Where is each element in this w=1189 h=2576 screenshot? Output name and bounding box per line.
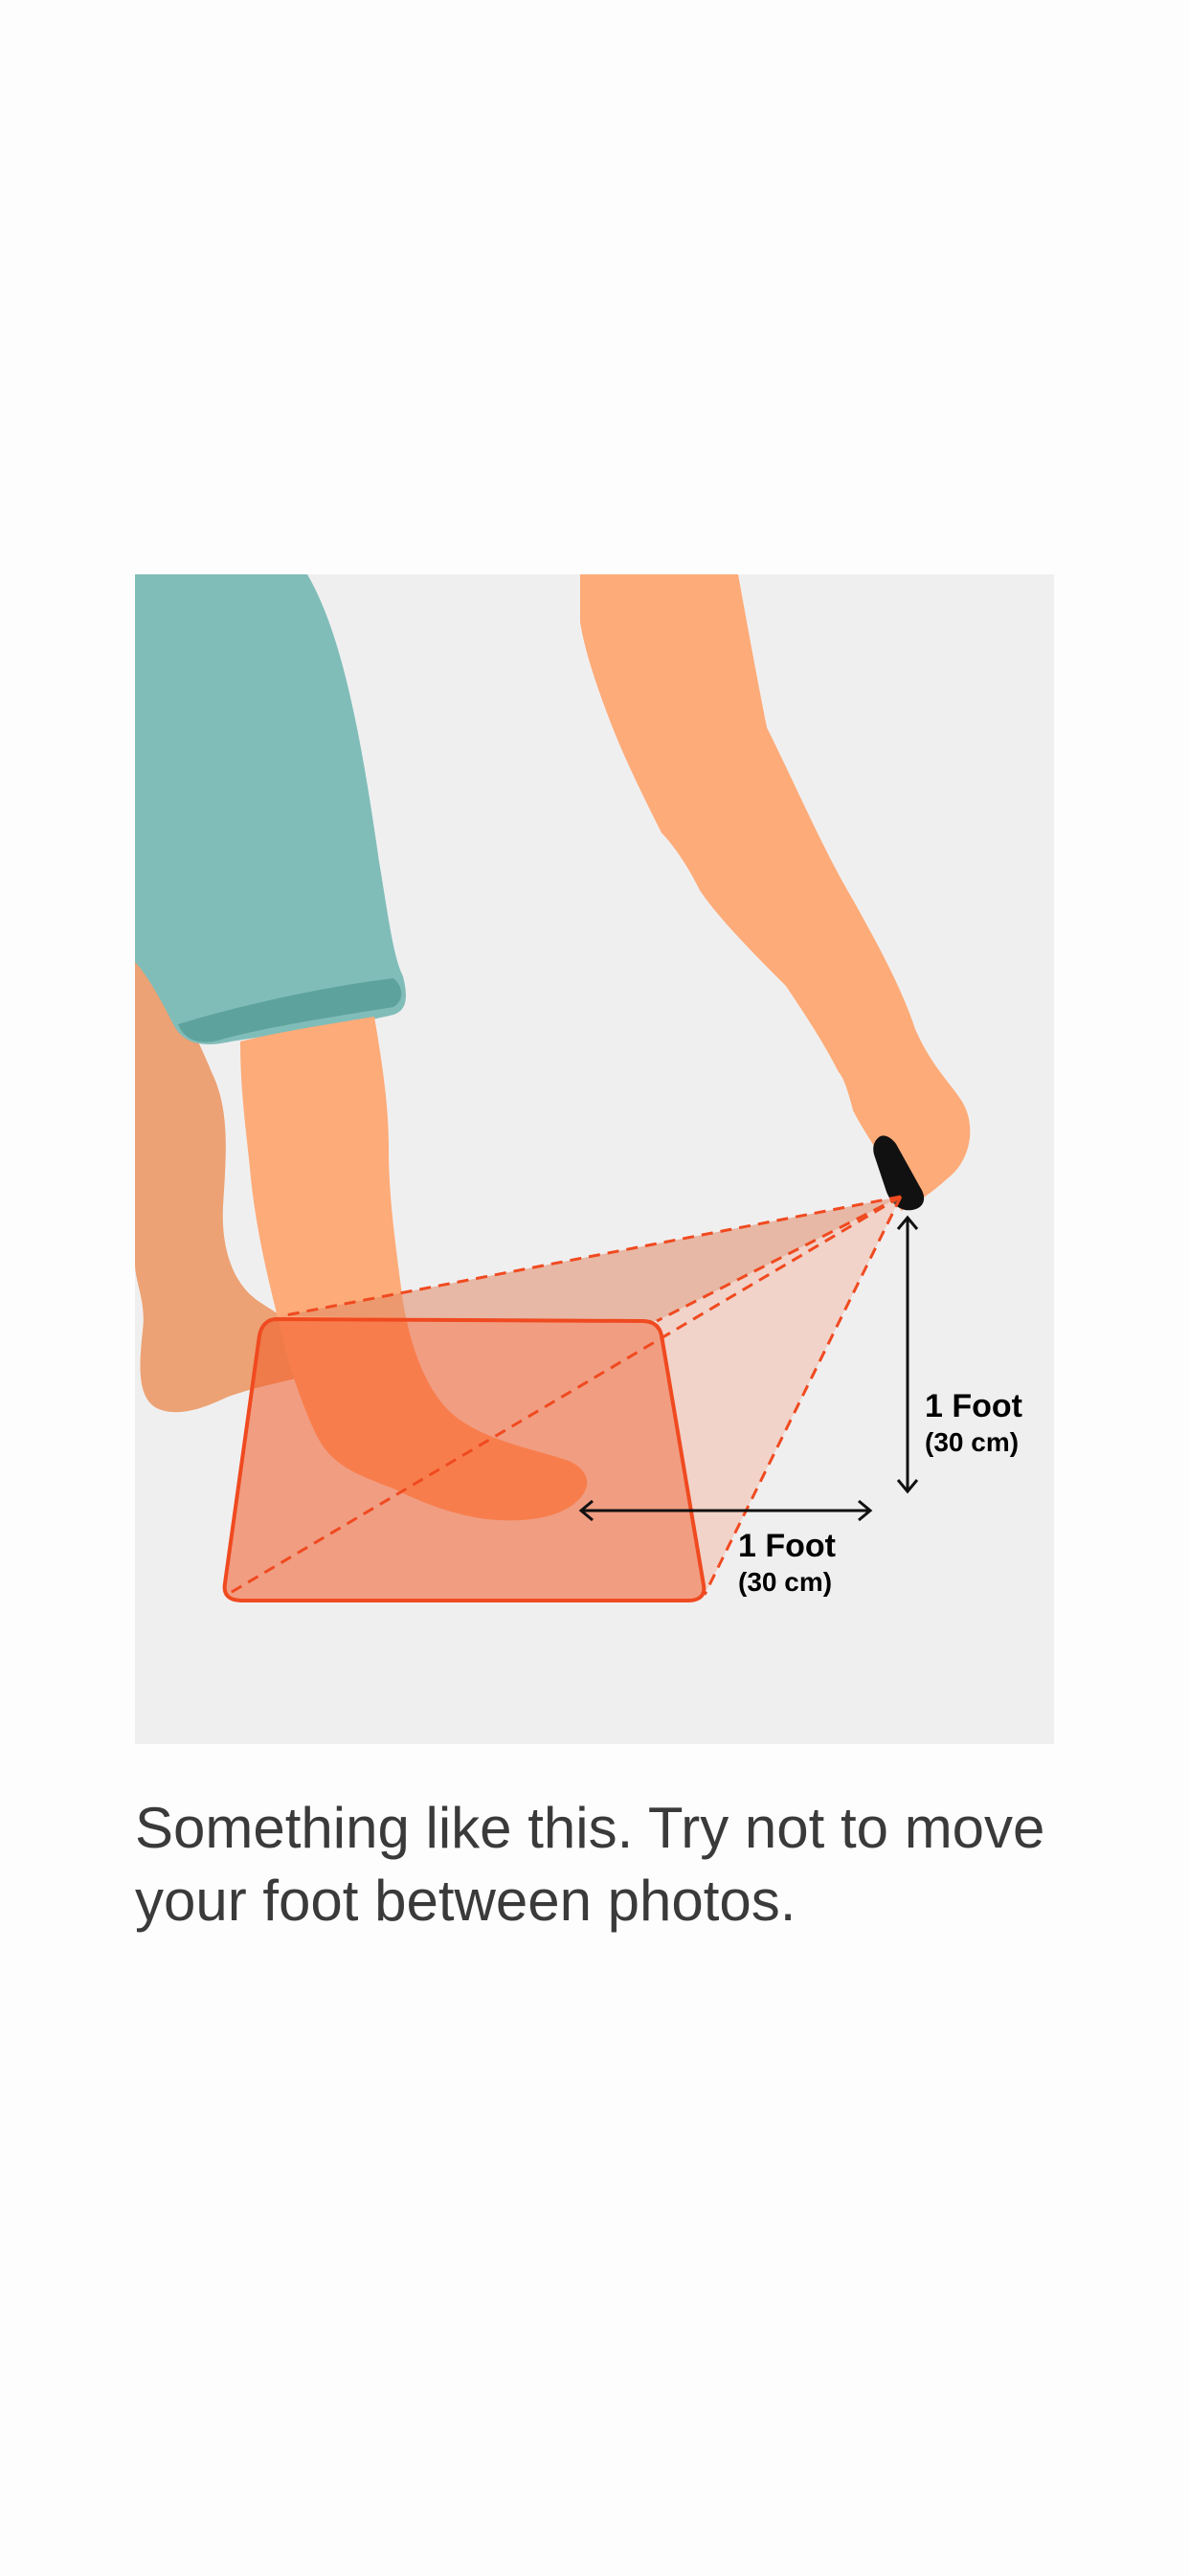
back-leg <box>135 938 336 1413</box>
arm <box>580 574 971 1211</box>
mat <box>222 1316 707 1602</box>
shorts <box>135 574 406 1044</box>
height-sublabel: (30 cm) <box>925 1427 1019 1457</box>
distance-label: 1 Foot <box>738 1528 836 1564</box>
camera-cone-right <box>657 1197 901 1595</box>
illustration-svg: 1 Foot (30 cm) 1 Foot (30 cm) <box>135 574 1022 1602</box>
height-label: 1 Foot <box>925 1388 1022 1424</box>
foot-scan-illustration: 1 Foot (30 cm) 1 Foot (30 cm) <box>135 574 1054 1744</box>
distance-sublabel: (30 cm) <box>738 1567 832 1597</box>
instruction-caption: Something like this. Try not to move you… <box>135 1796 1045 1933</box>
shorts-hem-shadow <box>178 978 402 1042</box>
distance-arrow <box>578 1499 873 1522</box>
camera-cone-edges <box>226 1195 903 1597</box>
phone-icon <box>873 1135 925 1211</box>
height-arrow <box>896 1215 919 1494</box>
